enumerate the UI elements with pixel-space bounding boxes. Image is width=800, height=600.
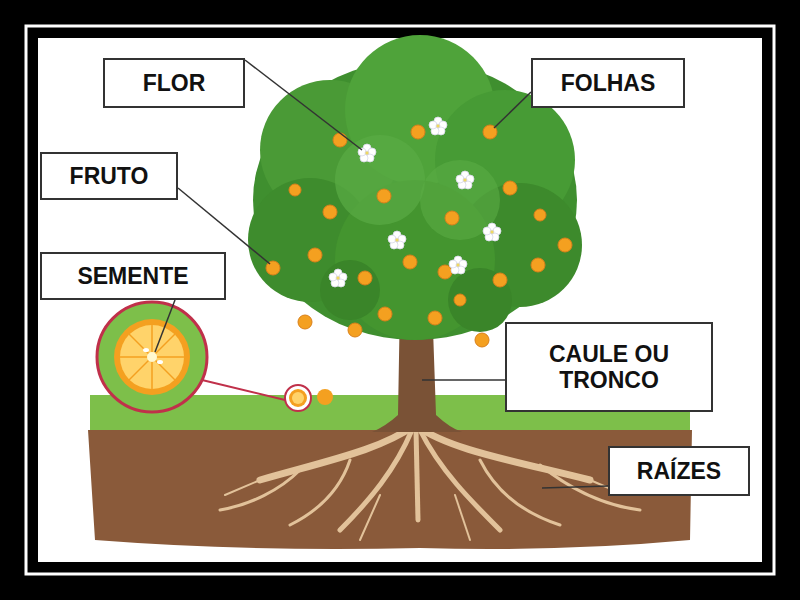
part-name: FLOR: [143, 70, 206, 96]
flowers: [329, 117, 501, 287]
leader-line: [245, 60, 362, 150]
roots: [220, 425, 640, 540]
oranges: [266, 125, 572, 347]
label-box: FLOR: [103, 58, 245, 108]
part-name: FRUTO: [70, 163, 149, 189]
part-name: SEMENTE: [77, 263, 188, 289]
label-box: RAÍZES: [608, 446, 750, 496]
soil: [88, 430, 692, 549]
frame-line: [26, 26, 774, 574]
leader-line: [542, 486, 608, 488]
part-name: CAULE OU TRONCO: [524, 341, 694, 394]
label-box: CAULE OU TRONCO: [505, 322, 713, 412]
label-box: FOLHAS: [531, 58, 685, 108]
label-box: SEMENTE: [40, 252, 226, 300]
label-box: FRUTO: [40, 152, 178, 200]
leader-line: [422, 379, 505, 381]
leader-line: [155, 300, 175, 352]
part-name: RAÍZES: [637, 458, 721, 484]
fallen-fruit: [97, 302, 333, 412]
leader-line: [494, 92, 531, 128]
part-name: FOLHAS: [561, 70, 656, 96]
